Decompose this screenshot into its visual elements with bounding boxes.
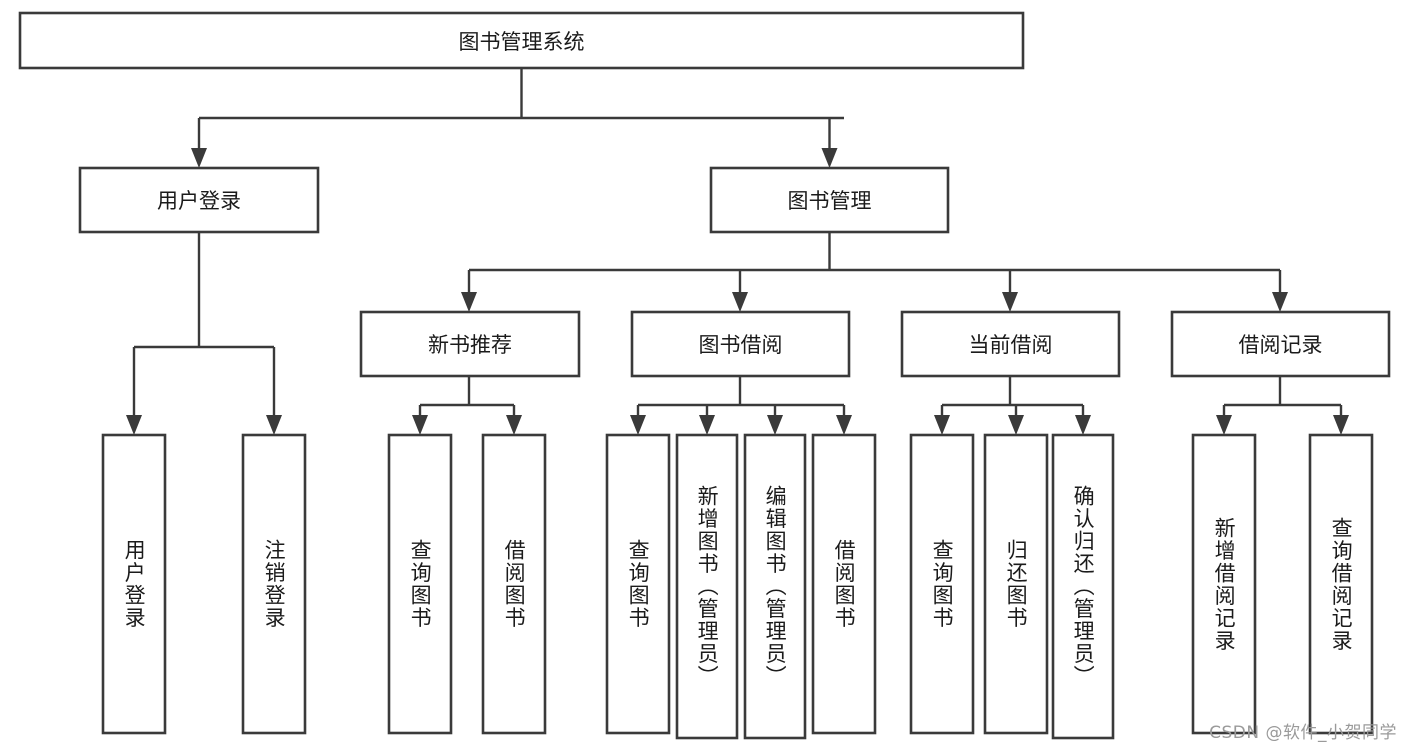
leaf-label-return-book: 归还图书 — [1004, 539, 1029, 629]
leaf-box-borrow-book-1[interactable] — [481, 433, 547, 735]
leaf-box-add-record[interactable] — [1191, 433, 1257, 735]
leaf-box-query-book-3[interactable] — [909, 433, 975, 735]
leaf-box-borrow-book-2[interactable] — [811, 433, 877, 735]
connector-borrowrecord-to-leaves — [1216, 376, 1349, 435]
node-borrow-record[interactable]: 借阅记录 — [1170, 310, 1391, 378]
connector-newbookrec-to-leaves — [412, 376, 522, 435]
node-borrow-record-label: 借阅记录 — [1239, 333, 1323, 357]
node-book-borrow-label: 图书借阅 — [699, 333, 783, 357]
connector-root-to-level2 — [191, 68, 844, 168]
connector-bookmanage-to-level3 — [461, 232, 1288, 312]
leaf-box-query-book-2[interactable] — [605, 433, 671, 735]
connector-currentborrow-to-leaves — [934, 376, 1091, 435]
node-root-label: 图书管理系统 — [459, 30, 585, 54]
leaf-label-user-login: 用户登录 — [122, 539, 147, 629]
leaf-label-query-record: 查询借阅记录 — [1329, 516, 1354, 652]
leaf-label-add-book: 新增图书（管理员） — [695, 485, 720, 688]
leaf-label-edit-book: 编辑图书（管理员） — [763, 485, 788, 688]
leaf-label-query-book-2: 查询图书 — [626, 539, 651, 629]
watermark: CSDN @软件_小贺同学 — [1209, 723, 1397, 743]
leaf-box-edit-book[interactable] — [743, 433, 807, 740]
leaf-box-query-book-1[interactable] — [387, 433, 453, 735]
leaf-box-return-book[interactable] — [983, 433, 1049, 735]
leaf-label-add-record: 新增借阅记录 — [1212, 516, 1237, 652]
connector-bookborrow-to-leaves — [630, 376, 852, 435]
node-new-book-rec[interactable]: 新书推荐 — [359, 310, 581, 378]
leaf-box-confirm-return[interactable] — [1051, 433, 1115, 740]
leaf-label-query-book-3: 查询图书 — [930, 539, 955, 629]
node-user-login[interactable]: 用户登录 — [78, 166, 320, 234]
node-current-borrow[interactable]: 当前借阅 — [900, 310, 1121, 378]
leaf-label-query-book-1: 查询图书 — [408, 539, 433, 629]
leaf-label-borrow-book-2: 借阅图书 — [832, 539, 857, 629]
leaf-label-borrow-book-1: 借阅图书 — [502, 539, 527, 629]
leaf-boxes — [101, 433, 1374, 740]
leaf-box-logout[interactable] — [241, 433, 307, 735]
node-book-borrow[interactable]: 图书借阅 — [630, 310, 851, 378]
node-user-login-label: 用户登录 — [157, 189, 241, 213]
node-current-borrow-label: 当前借阅 — [969, 333, 1053, 357]
node-new-book-rec-label: 新书推荐 — [428, 333, 512, 357]
node-root[interactable]: 图书管理系统 — [18, 11, 1025, 70]
node-book-manage[interactable]: 图书管理 — [709, 166, 950, 234]
connector-userlogin-to-leaves — [126, 232, 282, 435]
leaf-box-query-record[interactable] — [1308, 433, 1374, 735]
leaf-box-user-login[interactable] — [101, 433, 167, 735]
node-book-manage-label: 图书管理 — [788, 189, 872, 213]
leaf-label-confirm-return: 确认归还（管理员） — [1071, 485, 1096, 688]
leaf-label-logout: 注销登录 — [262, 539, 287, 629]
leaf-box-add-book[interactable] — [675, 433, 739, 740]
